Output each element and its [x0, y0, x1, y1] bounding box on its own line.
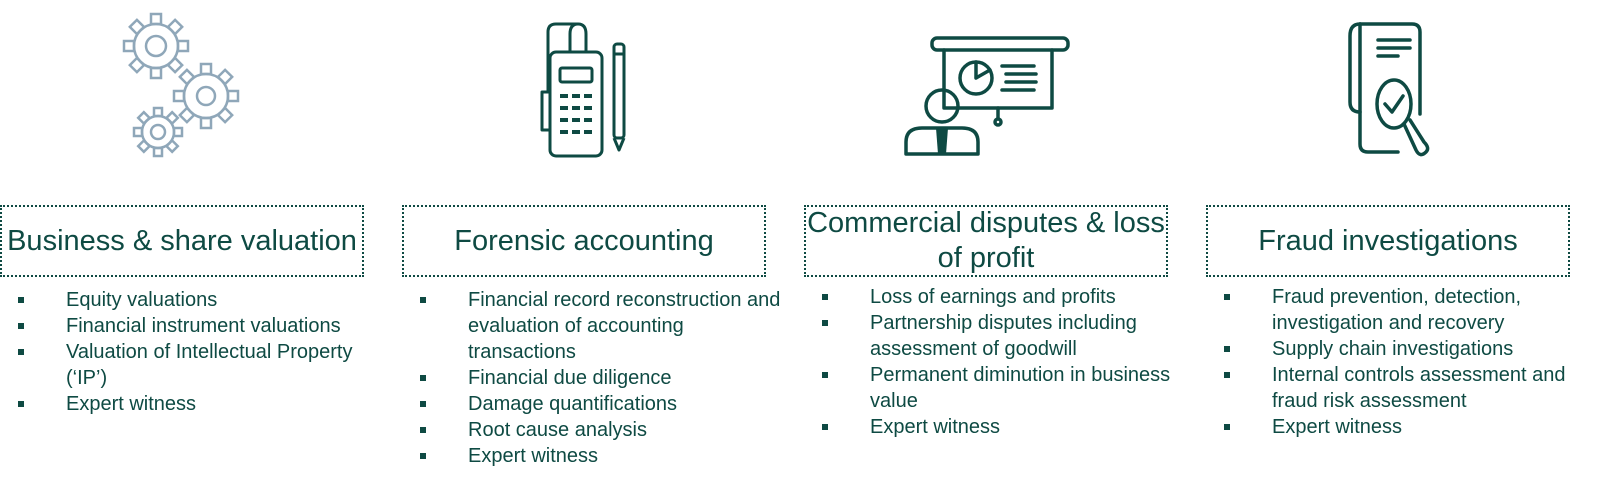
list-item: Permanent diminution in business value: [804, 362, 1190, 414]
list-item: Financial record reconstruction and eval…: [402, 287, 788, 365]
list-item: Internal controls assessment and fraud r…: [1206, 362, 1592, 414]
list-item: Equity valuations: [0, 287, 386, 313]
document-magnifier-icon: [1206, 8, 1574, 168]
calculator-receipt-icon: [402, 8, 770, 168]
service-title: Fraud investigations: [1258, 224, 1518, 257]
list-item: Financial instrument valuations: [0, 313, 386, 339]
service-column-forensic-accounting: Forensic accounting Financial record rec…: [402, 0, 780, 481]
gears-icon: [0, 8, 368, 168]
service-column-business-valuation: Business & share valuation Equity valuat…: [0, 0, 368, 481]
service-list: Fraud prevention, detection, investigati…: [1206, 284, 1592, 440]
list-item: Loss of earnings and profits: [804, 284, 1190, 310]
service-column-fraud-investigations: Fraud investigations Fraud prevention, d…: [1206, 0, 1574, 481]
service-list: Financial record reconstruction and eval…: [402, 287, 788, 469]
service-column-commercial-disputes: Commercial disputes & loss of profit Los…: [804, 0, 1172, 481]
service-title: Commercial disputes & loss of profit: [807, 207, 1165, 274]
service-title: Forensic accounting: [454, 224, 714, 257]
service-list: Equity valuations Financial instrument v…: [0, 287, 386, 417]
list-item: Partnership disputes including assessmen…: [804, 310, 1190, 362]
service-list: Loss of earnings and profits Partnership…: [804, 284, 1190, 440]
list-item: Expert witness: [804, 414, 1190, 440]
list-item: Root cause analysis: [402, 417, 788, 443]
list-item: Damage quantifications: [402, 391, 788, 417]
list-item: Fraud prevention, detection, investigati…: [1206, 284, 1592, 336]
list-item: Expert witness: [402, 443, 788, 469]
service-title-box: Business & share valuation: [0, 205, 364, 277]
service-title: Business & share valuation: [7, 224, 357, 257]
presentation-icon: [804, 8, 1172, 168]
service-title-box: Forensic accounting: [402, 205, 766, 277]
list-item: Expert witness: [1206, 414, 1592, 440]
service-title-box: Commercial disputes & loss of profit: [804, 205, 1168, 277]
list-item: Financial due diligence: [402, 365, 788, 391]
service-title-box: Fraud investigations: [1206, 205, 1570, 277]
list-item: Supply chain investigations: [1206, 336, 1592, 362]
list-item: Valuation of Intellectual Property (‘IP’…: [0, 339, 386, 391]
list-item: Expert witness: [0, 391, 386, 417]
